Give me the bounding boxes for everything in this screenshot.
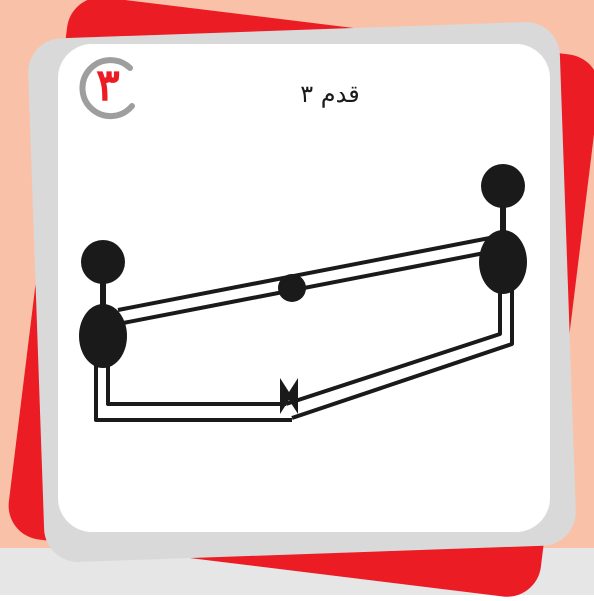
right-foot	[479, 230, 527, 294]
upper-strand-top	[117, 234, 501, 312]
left-pin-stem	[100, 282, 106, 312]
left-foot	[79, 304, 127, 368]
step-badge-ring	[79, 57, 135, 120]
upper-strand-bottom	[117, 248, 501, 326]
step-title: قدم ٣	[300, 80, 360, 108]
left-pin	[81, 240, 125, 284]
step-badge: ٣	[72, 54, 144, 126]
step-number: ٣	[96, 60, 120, 111]
left-lower-strand-outer	[94, 352, 292, 422]
center-knot	[278, 274, 306, 302]
right-lower-strand-outer	[291, 278, 514, 420]
fold-marker	[280, 378, 298, 414]
right-lower-strand-inner	[285, 280, 502, 406]
right-pin-stem	[500, 206, 506, 236]
right-pin	[481, 164, 525, 208]
left-lower-strand-inner	[106, 352, 286, 406]
